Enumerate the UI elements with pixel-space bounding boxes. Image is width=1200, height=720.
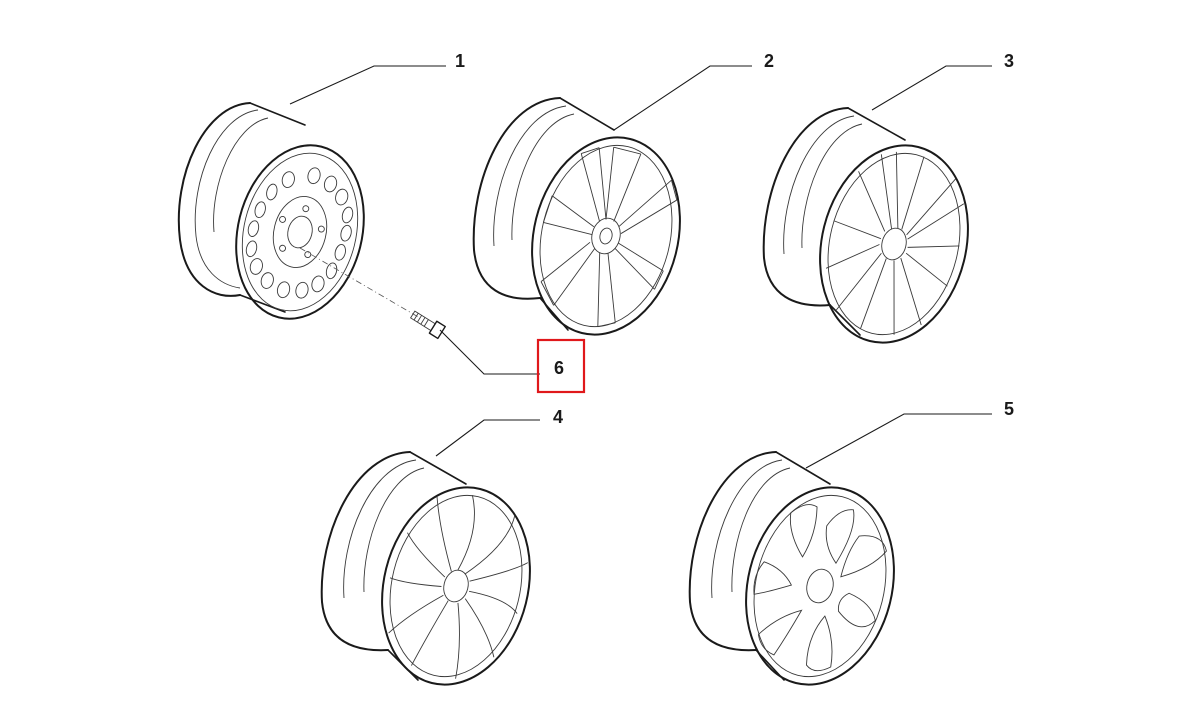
callout-4: 4 bbox=[553, 407, 563, 427]
alloy-wheel-5 bbox=[688, 451, 916, 702]
leader-line-5 bbox=[805, 413, 992, 469]
callout-6-highlight-box bbox=[536, 338, 586, 394]
alloy-wheel-4 bbox=[320, 451, 552, 702]
callout-6: 6 bbox=[554, 358, 564, 378]
leader-line-3 bbox=[871, 65, 992, 111]
callout-1: 1 bbox=[455, 51, 465, 71]
leader-line-1 bbox=[289, 65, 446, 105]
callout-3: 3 bbox=[1004, 51, 1014, 71]
leader-line-4 bbox=[435, 419, 540, 457]
wheel-bolt-6 bbox=[299, 247, 446, 340]
callout-5: 5 bbox=[1004, 399, 1014, 419]
steel-wheel-1 bbox=[177, 102, 383, 334]
alloy-wheel-2 bbox=[472, 97, 702, 352]
leader-line-6 bbox=[439, 329, 540, 375]
callout-2: 2 bbox=[764, 51, 774, 71]
leader-line-2 bbox=[613, 65, 752, 131]
leader-lines bbox=[289, 65, 992, 469]
alloy-wheel-3 bbox=[762, 107, 990, 360]
